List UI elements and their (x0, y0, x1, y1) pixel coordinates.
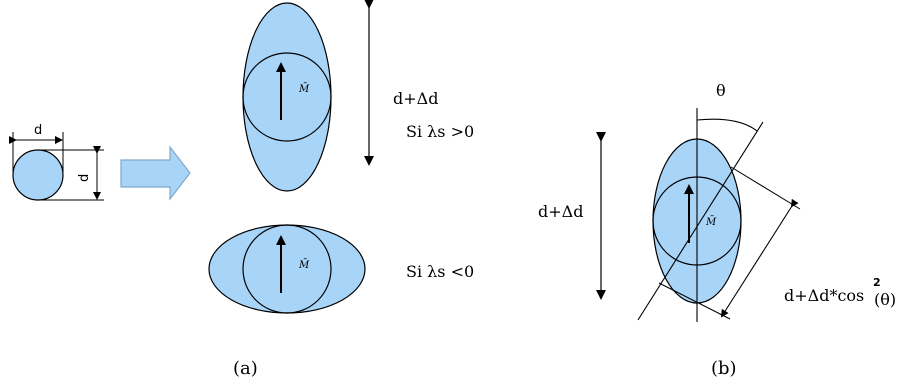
moment-label: M̄ (298, 83, 310, 95)
d-horizontal-label: d (34, 123, 42, 138)
caption-a: (a) (233, 358, 258, 379)
moment-label: M̄ (298, 259, 310, 271)
projection-ext-top (730, 166, 801, 210)
original-sphere-outline (242, 224, 332, 314)
moment-label: M̄ (705, 216, 717, 228)
projection-exponent: 2 (873, 276, 881, 289)
caption-b: (b) (711, 358, 737, 379)
projection-label: d+Δd*cos (784, 286, 864, 305)
panel-b: M̄ θ d+Δd d+Δd*cos 2 (θ) (b) (538, 81, 896, 379)
theta-label: θ (716, 81, 726, 100)
original-sphere-outline (242, 52, 332, 142)
prolate-ellipsoid-group: M̄ d+Δd Si λs >0 (242, 0, 474, 192)
right-block-arrow-icon (120, 145, 191, 201)
elongation-label: d+Δd (393, 89, 438, 108)
d-vertical-label: d (77, 174, 92, 182)
projection-dimension-arrow (720, 198, 799, 318)
negative-condition-label: Si λs <0 (406, 262, 474, 281)
theta-angle-arc (696, 118, 758, 132)
projection-argument: (θ) (874, 290, 896, 309)
elongation-label: d+Δd (538, 202, 583, 221)
oblate-ellipsoid-group: M̄ Si λs <0 (208, 224, 474, 314)
prolate-ellipsoid (242, 2, 332, 192)
positive-condition-label: Si λs >0 (406, 122, 474, 141)
tilted-direction-line (637, 121, 764, 321)
projection-ext-bottom (658, 282, 731, 320)
panel-a: d d M̄ d+Δd Si λs >0 M̄ Si λs <0 (9, 0, 474, 379)
sphere-group: d d (9, 123, 104, 201)
oblate-ellipsoid (208, 224, 366, 314)
sphere (12, 149, 64, 201)
